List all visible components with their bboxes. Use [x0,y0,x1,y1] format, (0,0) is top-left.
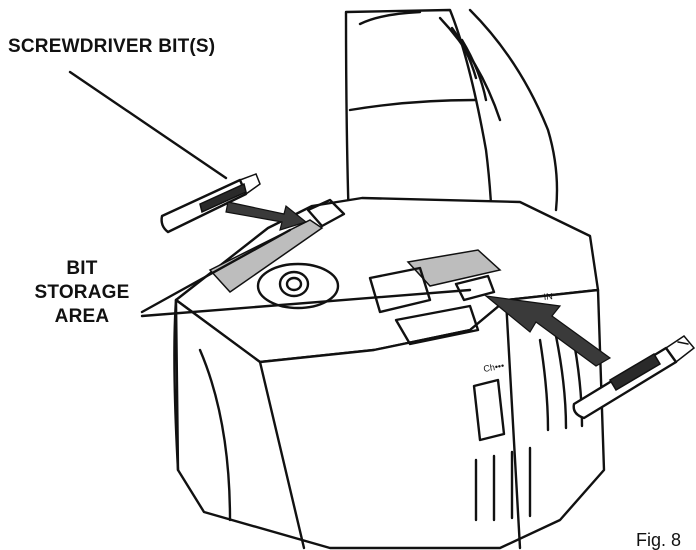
label-storage: STORAGE [34,282,129,303]
label-bit: BIT [66,258,97,279]
insert-arrow-left [226,202,306,230]
label-area: AREA [55,306,110,327]
leader-line-screwdriver-bits [70,72,226,178]
label-screwdriver-bits: SCREWDRIVER BIT(S) [8,36,215,57]
flat-screwdriver-bit-icon [162,174,260,232]
battery-label-mark-right: IN [543,291,553,302]
figure-number: Fig. 8 [636,530,681,550]
battery-pack: Ch••• IN [174,198,604,548]
